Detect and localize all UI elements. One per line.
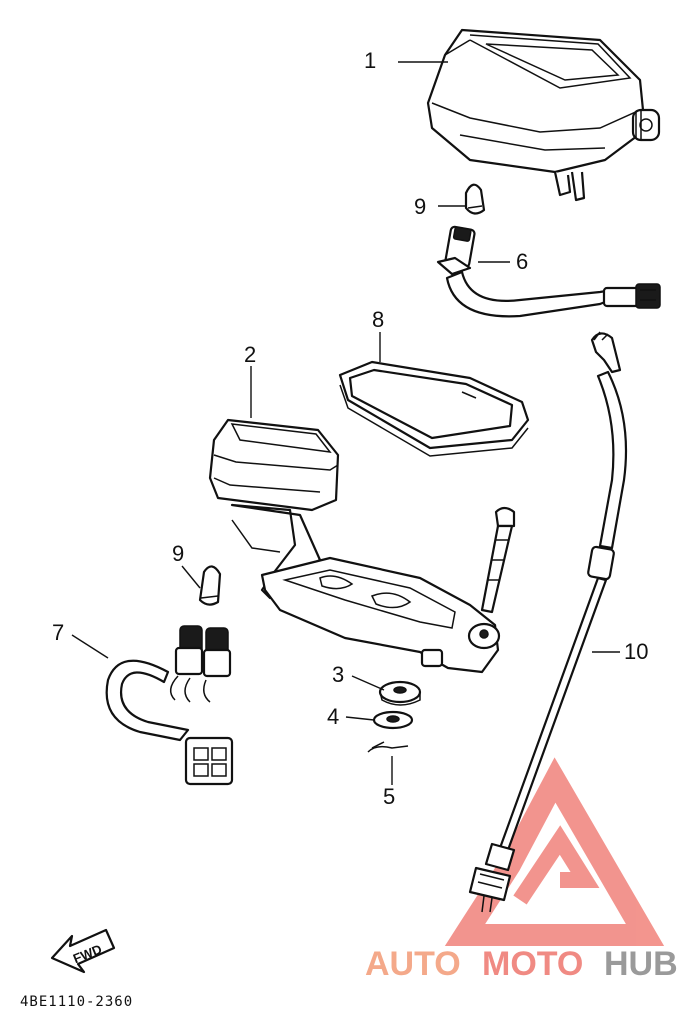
part-9-bulb-top <box>464 183 486 215</box>
callout-9-left: 9 <box>172 541 184 566</box>
part-1-meter-assembly <box>426 28 661 202</box>
watermark-text-hub: HUB <box>604 945 678 983</box>
bolt <box>480 506 516 614</box>
diagram-code: 4BE1110-2360 <box>20 994 133 1010</box>
callout-10: 10 <box>624 639 648 664</box>
part-7-socket-harness <box>105 625 234 786</box>
callout-4: 4 <box>327 704 339 729</box>
callout-8: 8 <box>372 307 384 332</box>
callout-1: 1 <box>364 48 376 73</box>
part-4-washer <box>372 710 414 730</box>
part-2-tachometer-bracket <box>208 418 501 674</box>
callout-3: 3 <box>332 662 344 687</box>
part-10-meter-cable <box>468 331 628 913</box>
part-9-bulb-left <box>198 565 222 606</box>
part-8-gasket <box>338 360 530 457</box>
callout-2: 2 <box>244 342 256 367</box>
watermark-text-moto: MOTO <box>482 945 583 983</box>
callout-9-top: 9 <box>414 194 426 219</box>
callout-7: 7 <box>52 620 64 645</box>
fwd-arrow <box>50 928 116 974</box>
part-3-damper <box>378 680 422 706</box>
part-5-clip <box>367 741 409 753</box>
callout-5: 5 <box>383 784 395 809</box>
leader-lines <box>71 61 620 785</box>
part-6-socket-cord <box>436 225 661 318</box>
callout-6: 6 <box>516 249 528 274</box>
watermark-text-auto: AUTO <box>365 945 461 983</box>
